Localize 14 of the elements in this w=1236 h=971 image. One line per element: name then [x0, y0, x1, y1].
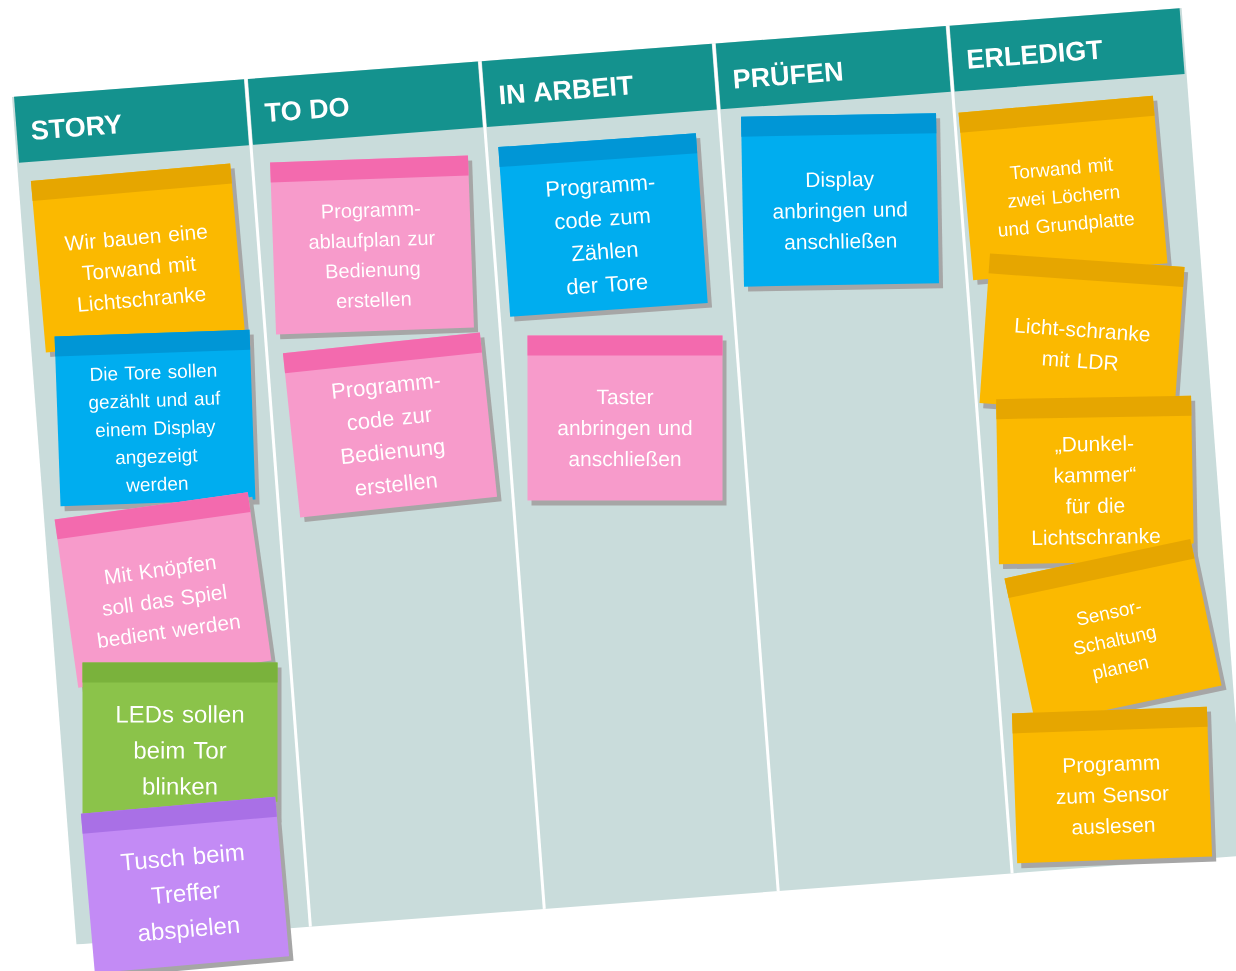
- sticky-note: Tusch beim Treffer abspielen: [80, 796, 294, 971]
- sticky-note: Programm-code zum Zählen der Tore: [498, 133, 713, 322]
- sticky-note: Programm-ablaufplan zur Bedienung erstellen: [270, 155, 479, 340]
- sticky-note: Programm-code zur Bedienung erstellen: [282, 332, 502, 522]
- sticky-note: Display anbringen und anschließen: [741, 113, 944, 292]
- sticky-note: Taster anbringen und anschließen: [527, 335, 727, 506]
- sticky-note: „Dunkel-kammer“ für die Lichtschranke: [996, 395, 1198, 570]
- column-header: TO DO: [247, 61, 483, 145]
- column-header: ERLEDIGT: [949, 8, 1185, 92]
- column-header: PRÜFEN: [715, 26, 951, 110]
- sticky-note: Die Tore sollen gezählt und auf einem Display angezeigt werden: [54, 329, 260, 512]
- column-header: IN ARBEIT: [481, 43, 717, 128]
- sticky-note: Programm zum Sensor auslesen: [1011, 706, 1217, 869]
- column-header: STORY: [14, 79, 249, 163]
